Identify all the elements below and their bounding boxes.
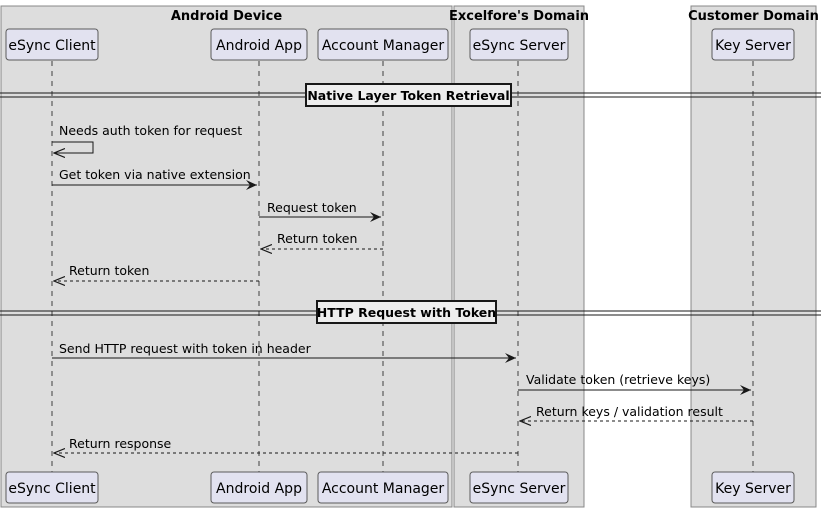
message-return-token-2: Return token (54, 263, 259, 281)
divider-label: HTTP Request with Token (317, 305, 496, 320)
participant-label: eSync Server (473, 38, 566, 54)
participant-label: eSync Client (8, 38, 96, 54)
message-return-response: Return response (54, 436, 518, 453)
message-send-http-request: Send HTTP request with token in header (52, 341, 516, 363)
participant-android-app-top[interactable]: Android App (210, 28, 308, 61)
lifelines (51, 61, 754, 472)
message-label: Return token (69, 263, 149, 278)
box-title-customer-domain: Customer Domain (688, 9, 819, 24)
participant-label: Account Manager (322, 481, 445, 497)
participant-esync-server-top[interactable]: eSync Server (469, 28, 569, 61)
box-customer-domain: Customer Domain (688, 5, 819, 508)
box-title-excelfore-domain: Excelfore's Domain (449, 9, 589, 24)
message-needs-auth-token: Needs auth token for request (52, 123, 242, 153)
message-get-token: Get token via native extension (52, 167, 257, 190)
participant-key-server-top[interactable]: Key Server (711, 28, 795, 61)
message-validate-token: Validate token (retrieve keys) (518, 372, 751, 395)
participant-label: Key Server (715, 481, 791, 497)
participant-label: eSync Server (473, 481, 566, 497)
message-label: Request token (267, 200, 357, 215)
participant-label: Android App (216, 38, 302, 54)
message-label: Needs auth token for request (59, 123, 242, 138)
box-android-device: Android Device (0, 5, 453, 508)
message-request-token: Request token (259, 200, 381, 222)
box-excelfore-domain: Excelfore's Domain (449, 5, 589, 508)
message-label: Return response (69, 436, 172, 451)
participant-label: Android App (216, 481, 302, 497)
participant-key-server-bottom[interactable]: Key Server (711, 471, 795, 504)
participant-esync-client-bottom[interactable]: eSync Client (5, 471, 99, 504)
message-label: Get token via native extension (59, 167, 251, 182)
participant-account-manager-top[interactable]: Account Manager (317, 28, 449, 61)
participant-esync-server-bottom[interactable]: eSync Server (469, 471, 569, 504)
participant-label: Account Manager (322, 38, 445, 54)
box-title-android-device: Android Device (171, 9, 282, 24)
participant-label: eSync Client (8, 481, 96, 497)
participant-label: Key Server (715, 38, 791, 54)
message-label: Return keys / validation result (536, 404, 723, 419)
message-label: Return token (277, 231, 357, 246)
divider-label: Native Layer Token Retrieval (307, 88, 509, 103)
message-label: Validate token (retrieve keys) (526, 372, 710, 387)
participant-esync-client-top[interactable]: eSync Client (5, 28, 99, 61)
message-label: Send HTTP request with token in header (59, 341, 312, 356)
divider-native-layer: Native Layer Token Retrieval (0, 83, 821, 107)
participant-account-manager-bottom[interactable]: Account Manager (317, 471, 449, 504)
message-return-token-1: Return token (261, 231, 383, 249)
participant-android-app-bottom[interactable]: Android App (210, 471, 308, 504)
divider-http-request: HTTP Request with Token (0, 300, 821, 324)
message-return-keys: Return keys / validation result (520, 404, 753, 421)
